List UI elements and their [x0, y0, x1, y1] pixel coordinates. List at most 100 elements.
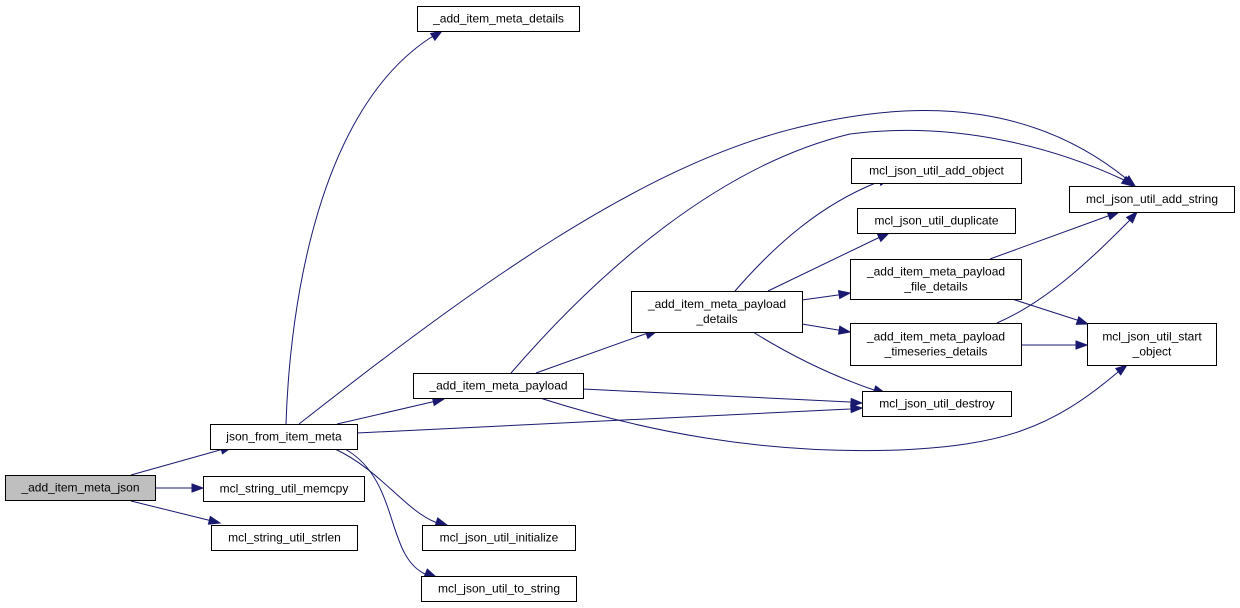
- node-box: [421, 576, 577, 602]
- edge-add-item-meta-payload-timeseries-details-to-mcl-json-util-start-object: [1021, 340, 1089, 350]
- edge-json-from-item-meta-to-mcl-json-util-destroy: [356, 403, 864, 434]
- edge-arrowhead: [850, 403, 864, 414]
- edge-line: [298, 110, 1136, 425]
- node-label: mcl_json_util_to_string: [438, 582, 560, 596]
- edge-line: [130, 446, 233, 476]
- node-box: [857, 208, 1016, 234]
- node-mcl-json-util-initialize[interactable]: mcl_json_util_initialize: [422, 525, 576, 551]
- node-box: [1069, 186, 1235, 213]
- edge-line: [334, 448, 448, 526]
- edges-layer: [130, 30, 1138, 578]
- edge-arrowhead: [191, 483, 205, 493]
- edge-line: [1011, 298, 1089, 325]
- edge-arrowhead: [207, 515, 222, 525]
- node-add-item-meta-payload[interactable]: _add_item_meta_payload: [413, 373, 584, 399]
- node-label: _add_item_meta_payload: [866, 330, 1005, 344]
- edge-line: [734, 177, 891, 292]
- node-label: _add_item_meta_payload: [866, 265, 1005, 279]
- edge-arrowhead: [1075, 315, 1090, 325]
- node-box: [862, 391, 1012, 417]
- node-box: [211, 525, 358, 551]
- node-box: [1087, 323, 1217, 366]
- edge-json-from-item-meta-to-add-item-meta-payload: [336, 397, 446, 425]
- node-label: mcl_json_util_start: [1102, 330, 1202, 344]
- edge-json-from-item-meta-to-add-item-meta-details: [285, 30, 444, 425]
- edge-line: [752, 331, 886, 394]
- edge-arrowhead: [1120, 175, 1135, 187]
- node-json-from-item-meta[interactable]: json_from_item_meta: [210, 424, 358, 450]
- node-box: [417, 6, 580, 32]
- node-mcl-string-util-memcpy[interactable]: mcl_string_util_memcpy: [203, 476, 365, 502]
- node-mcl-json-util-add-string[interactable]: mcl_json_util_add_string: [1069, 186, 1235, 213]
- node-label: _add_item_meta_details: [432, 12, 564, 26]
- edge-add-item-meta-payload-to-mcl-json-util-destroy: [582, 388, 864, 408]
- node-add-item-meta-details[interactable]: _add_item_meta_details: [417, 6, 580, 32]
- edge-line: [356, 407, 863, 434]
- node-label: _object: [1132, 345, 1172, 359]
- edge-arrowhead: [1106, 211, 1121, 221]
- node-label: mcl_json_util_add_string: [1086, 192, 1218, 206]
- edge-arrowhead: [429, 30, 444, 42]
- edge-arrowhead: [1114, 364, 1129, 376]
- node-box: [203, 476, 365, 502]
- node-mcl-json-util-destroy[interactable]: mcl_json_util_destroy: [862, 391, 1012, 417]
- edge-add-item-meta-json-to-mcl-string-util-memcpy: [155, 483, 205, 493]
- node-box: [851, 158, 1022, 184]
- node-box: [422, 525, 576, 551]
- edge-arrowhead: [876, 232, 891, 243]
- edge-add-item-meta-payload-file-details-to-mcl-json-util-start-object: [1011, 298, 1090, 325]
- node-label: mcl_string_util_memcpy: [220, 482, 349, 496]
- node-add-item-meta-json[interactable]: _add_item_meta_json: [5, 475, 156, 501]
- edge-line: [996, 211, 1138, 324]
- node-box: [631, 291, 803, 333]
- edge-add-item-meta-payload-details-to-mcl-json-util-duplicate: [767, 232, 891, 292]
- node-label: _file_details: [903, 280, 967, 294]
- node-label: mcl_json_util_initialize: [440, 531, 559, 545]
- node-mcl-json-util-duplicate[interactable]: mcl_json_util_duplicate: [857, 208, 1016, 234]
- node-mcl-json-util-to-string[interactable]: mcl_json_util_to_string: [421, 576, 577, 602]
- node-mcl-json-util-start-object[interactable]: mcl_json_util_start_object: [1087, 323, 1217, 366]
- edge-arrowhead: [1075, 340, 1089, 350]
- node-label: mcl_json_util_add_object: [869, 164, 1004, 178]
- edge-arrowhead: [1125, 210, 1138, 224]
- edge-line: [344, 448, 437, 578]
- edge-add-item-meta-payload-to-mcl-json-util-start-object: [539, 364, 1129, 452]
- edge-add-item-meta-payload-details-to-add-item-meta-payload-file-details: [801, 289, 852, 301]
- edge-arrowhead: [434, 517, 449, 527]
- edge-json-from-item-meta-to-mcl-json-util-to-string: [344, 448, 438, 578]
- node-label: json_from_item_meta: [225, 430, 342, 444]
- node-box: [5, 475, 156, 501]
- node-label: mcl_json_util_duplicate: [874, 214, 998, 228]
- edge-arrowhead: [423, 568, 438, 578]
- node-mcl-json-util-add-object[interactable]: mcl_json_util_add_object: [851, 158, 1022, 184]
- node-label: _add_item_meta_payload: [647, 297, 786, 311]
- edge-add-item-meta-json-to-json-from-item-meta: [130, 445, 234, 476]
- edge-line: [285, 30, 443, 425]
- node-add-item-meta-payload-timeseries-details[interactable]: _add_item_meta_payload_timeseries_detail…: [850, 323, 1022, 366]
- node-label: mcl_string_util_strlen: [228, 531, 341, 545]
- edge-arrowhead: [850, 397, 864, 408]
- edge-line: [535, 330, 658, 374]
- node-add-item-meta-payload-details[interactable]: _add_item_meta_payload_details: [631, 291, 803, 333]
- edge-add-item-meta-payload-timeseries-details-to-mcl-json-util-add-string: [996, 210, 1138, 324]
- edge-add-item-meta-payload-to-add-item-meta-payload-details: [535, 330, 659, 374]
- node-box: [413, 373, 584, 399]
- node-add-item-meta-payload-file-details[interactable]: _add_item_meta_payload_file_details: [850, 259, 1022, 300]
- edge-arrowhead: [837, 325, 852, 335]
- node-label: _timeseries_details: [884, 345, 988, 359]
- edge-line: [336, 398, 445, 425]
- node-label: mcl_json_util_destroy: [879, 397, 994, 411]
- edge-line: [539, 364, 1128, 452]
- edge-line: [582, 388, 863, 404]
- node-box: [850, 323, 1022, 366]
- node-mcl-string-util-strlen[interactable]: mcl_string_util_strlen: [211, 525, 358, 551]
- node-label: _details: [695, 312, 737, 326]
- edge-line: [130, 500, 221, 524]
- edge-add-item-meta-payload-details-to-add-item-meta-payload-timeseries-details: [801, 323, 852, 335]
- edge-add-item-meta-json-to-mcl-string-util-strlen: [130, 500, 222, 525]
- node-label: _add_item_meta_payload: [428, 379, 567, 393]
- node-box: [850, 259, 1022, 300]
- edge-arrowhead: [837, 289, 852, 300]
- nodes-layer: _add_item_meta_jsonjson_from_item_metamc…: [5, 6, 1235, 602]
